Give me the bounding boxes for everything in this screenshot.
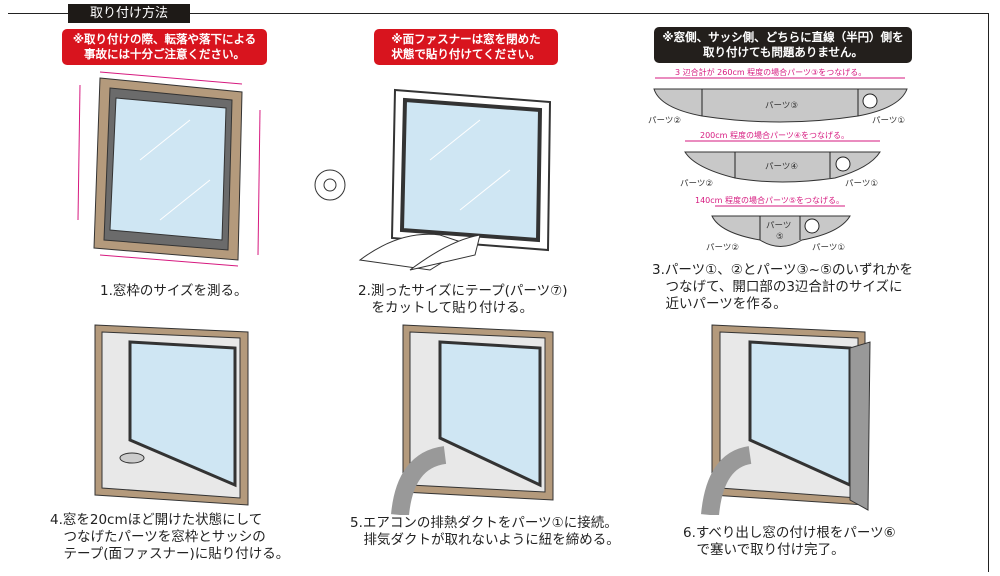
step-5-caption: 5.エアコンの排熱ダクトをパーツ①に接続。 排気ダクトが取れないように紐を締める… <box>350 515 620 548</box>
part-1-label: パーツ① <box>845 179 878 189</box>
part-2-label: パーツ② <box>648 116 681 126</box>
seal-gap-illustration <box>701 324 871 515</box>
step-3-caption: 3.パーツ①、②とパーツ③~⑤のいずれかを つなげて、開口部の3辺合計のサイズに… <box>652 262 914 312</box>
part-2-label: パーツ② <box>706 243 739 253</box>
parts-diagram: 3 辺合計が 260cm 程度の場合パーツ③をつなげる。 パーツ③ パーツ② パ… <box>648 68 908 253</box>
part-3-label: パーツ③ <box>765 101 798 111</box>
orientation-note: ※窓側、サッシ側、どちらに直線（半円）側を 取り付けても問題ありません。 <box>654 27 912 63</box>
parts-row-1-label: 3 辺合計が 260cm 程度の場合パーツ③をつなげる。 <box>675 68 866 77</box>
parts-row-3-label: 140cm 程度の場合パーツ⑤をつなげる。 <box>695 195 844 205</box>
part-4-label: パーツ④ <box>765 162 798 172</box>
measure-window-illustration <box>77 71 261 267</box>
section-title: 取り付け方法 <box>68 4 190 23</box>
apply-tape-illustration <box>314 88 552 271</box>
step-2-caption: 2.測ったサイズにテープ(パーツ⑦) をカットして貼り付ける。 <box>358 283 568 316</box>
parts-row-2-label: 200cm 程度の場合パーツ④をつなげる。 <box>700 130 849 140</box>
step-4-caption: 4.窓を20cmほど開けた状態にして つなげたパーツを窓枠とサッシの テープ(面… <box>50 512 290 562</box>
part-2-label: パーツ② <box>680 179 713 189</box>
safety-note: ※取り付けの際、転落や落下による 事故には十分ご注意ください。 <box>62 29 267 65</box>
fastener-note: ※面ファスナーは窓を閉めた 状態で貼り付けてください。 <box>374 29 558 65</box>
connect-duct-illustration <box>391 324 554 515</box>
part-1-label: パーツ① <box>812 243 845 253</box>
section-border <box>8 13 989 572</box>
part-5-number: ⑤ <box>776 232 784 242</box>
attach-panel-illustration <box>94 324 249 506</box>
part-5-label: パーツ <box>766 221 791 231</box>
step-6-caption: 6.すべり出し窓の付け根をパーツ⑥ で塞いで取り付け完了。 <box>683 525 896 558</box>
step-1-caption: 1.窓枠のサイズを測る。 <box>100 283 248 299</box>
part-1-label: パーツ① <box>872 116 905 126</box>
